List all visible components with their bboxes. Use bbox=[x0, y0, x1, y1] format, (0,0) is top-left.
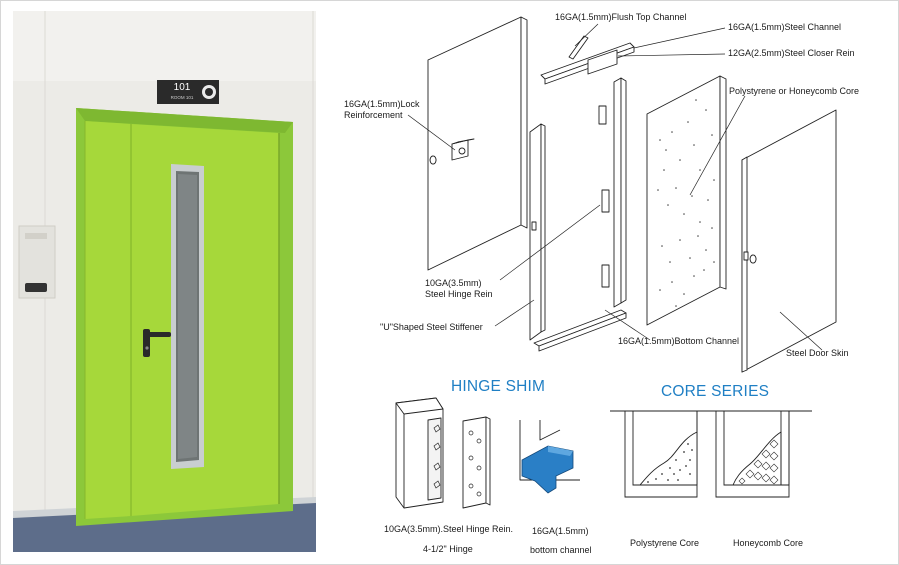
bottom-channel-caption1: 16GA(1.5mm) bbox=[532, 526, 589, 536]
bottom-channel-corner bbox=[519, 420, 580, 481]
door-photo-illustration: 101 ROOM 101 bbox=[13, 11, 316, 552]
honeycomb-pattern bbox=[738, 439, 779, 485]
label-closer-rein: 12GA(2.5mm)Steel Closer Rein bbox=[728, 48, 855, 58]
hinge-shim-title: HINGE SHIM bbox=[451, 378, 546, 395]
top-steel-channel bbox=[568, 35, 589, 60]
hinge-shim-caption1: 10GA(3.5mm).Steel Hinge Rein. bbox=[384, 524, 514, 534]
core-series-title: CORE SERIES bbox=[661, 383, 770, 400]
hinge-plate-2 bbox=[601, 189, 610, 213]
label-steel-channel: 16GA(1.5mm)Steel Channel bbox=[728, 22, 842, 32]
core-panel bbox=[646, 75, 721, 326]
polystyrene-core-caption: Polystyrene Core bbox=[630, 538, 700, 548]
closer-rein bbox=[587, 49, 618, 75]
blue-bottom-channel bbox=[521, 445, 574, 494]
label-lock-rein-line1: 16GA(1.5mm)Lock bbox=[344, 99, 420, 109]
label-hinge-rein-line2: Steel Hinge Rein bbox=[425, 289, 493, 299]
hinge-edge-channel bbox=[613, 77, 622, 308]
bottom-channel-caption2: bottom channel bbox=[530, 545, 592, 555]
hinge-plate bbox=[462, 416, 487, 509]
hinge-plate-1 bbox=[598, 105, 607, 125]
room-sign-subtitle: ROOM 101 bbox=[171, 95, 194, 100]
door-photo: 101 ROOM 101 bbox=[13, 11, 316, 552]
room-sign-number: 101 bbox=[174, 82, 191, 93]
bottom-channel bbox=[533, 309, 627, 347]
label-u-stiffener: "U"Shaped Steel Stiffener bbox=[380, 322, 483, 332]
label-bottom-channel: 16GA(1.5mm)Bottom Channel bbox=[618, 336, 740, 346]
label-core: Polystyrene or Honeycomb Core bbox=[729, 86, 860, 96]
label-door-skin: Steel Door Skin bbox=[786, 348, 849, 358]
core-texture bbox=[657, 99, 715, 307]
label-flush-top-channel: 16GA(1.5mm)Flush Top Channel bbox=[555, 12, 687, 22]
label-hinge-rein-line1: 10GA(3.5mm) bbox=[425, 278, 482, 288]
u-shaped-stiffener bbox=[529, 123, 542, 341]
polystyrene-dots bbox=[647, 443, 693, 483]
flush-top-channel bbox=[540, 42, 635, 80]
hinge-plate-3 bbox=[601, 264, 610, 288]
front-door-skin bbox=[741, 109, 837, 373]
back-door-skin bbox=[427, 16, 522, 271]
honeycomb-core-caption: Honeycomb Core bbox=[733, 538, 804, 548]
hinge-shim-caption2: 4-1/2" Hinge bbox=[423, 544, 473, 554]
label-lock-rein-line2: Reinforcement bbox=[344, 110, 403, 120]
